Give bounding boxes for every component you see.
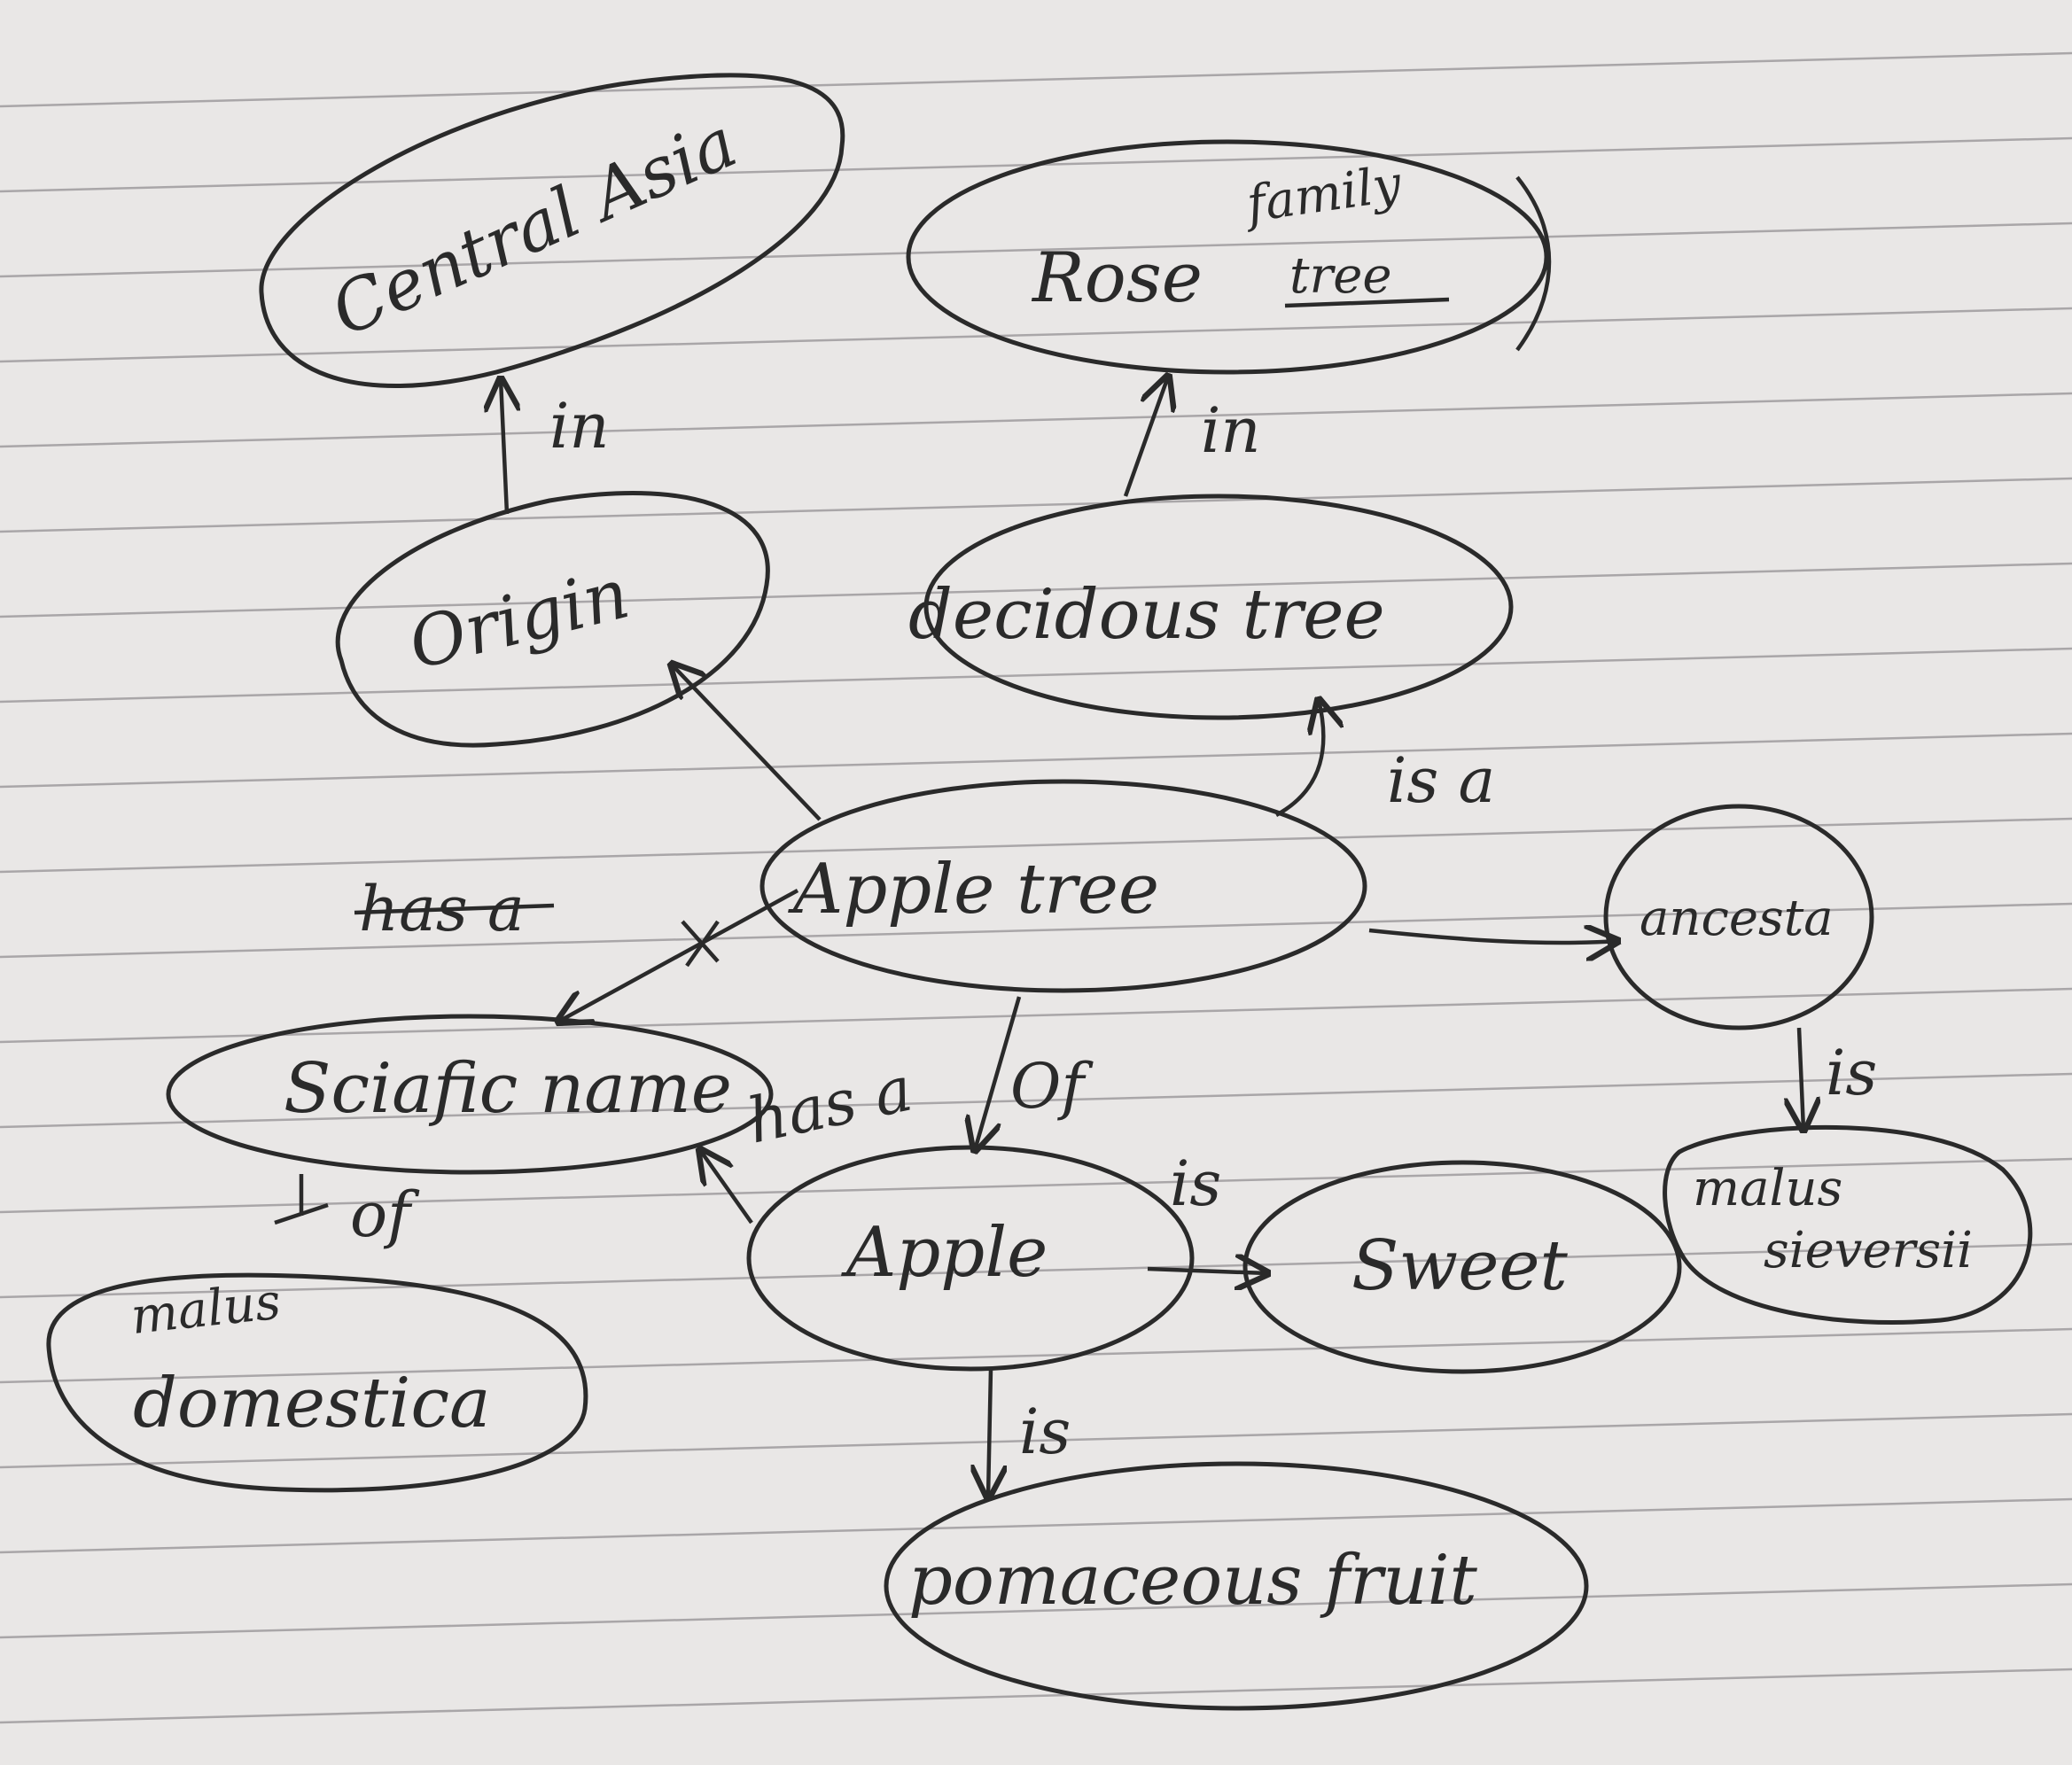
ruled-line <box>0 1497 2072 1554</box>
edge-appletree-deciduous: is a <box>1274 700 1495 817</box>
edge-appletree-scientific: has a <box>354 873 799 1022</box>
edge-label: is <box>1170 1147 1221 1220</box>
node-label: domestica <box>133 1364 491 1443</box>
ruled-line <box>0 1327 2072 1384</box>
node-apple: Apple <box>746 1145 1195 1372</box>
node-label: decidous tree <box>908 575 1385 655</box>
edge-label: in <box>549 390 609 463</box>
edge-apple-scientific: has a <box>700 1053 918 1225</box>
node-deciduous: decidous tree <box>908 494 1514 720</box>
ruled-line <box>0 987 2072 1044</box>
ruled-line <box>0 647 2072 704</box>
node-label: Sciafic name <box>284 1049 732 1129</box>
node-label: sieversii <box>1764 1222 1973 1279</box>
node-apple-tree: Apple tree <box>759 779 1367 993</box>
node-label: Apple <box>841 1213 1048 1293</box>
ruled-line <box>0 562 2072 618</box>
node-sweet: Sweet <box>1242 1160 1682 1374</box>
edge-scientific-domestica: of <box>274 1174 420 1251</box>
edge-label: of <box>350 1178 420 1251</box>
node-central-asia: Central Asia <box>259 73 845 388</box>
ruled-line <box>0 732 2072 789</box>
node-pomaceous: pomaceous fruit <box>884 1461 1589 1711</box>
node-label: ancesta <box>1640 890 1834 947</box>
ruled-line <box>0 902 2072 959</box>
ruled-line <box>0 1668 2072 1724</box>
node-malus-sieversii: malus sieversii <box>1663 1124 2033 1325</box>
edge-origin-central-asia: in <box>501 379 609 515</box>
edge-label: is <box>1019 1396 1071 1468</box>
ruled-line <box>0 1412 2072 1469</box>
ruled-line <box>0 1242 2072 1299</box>
ruled-line <box>0 51 2072 108</box>
node-label: malus <box>129 1273 284 1346</box>
edge-label: is <box>1826 1037 1877 1109</box>
node-label: Central Asia <box>320 103 748 352</box>
edge-label: Of <box>1010 1050 1094 1123</box>
node-annotation: tree <box>1289 247 1392 305</box>
node-origin: Origin <box>335 491 770 748</box>
ruled-line <box>0 1157 2072 1214</box>
edge-appletree-apple: Of <box>975 996 1094 1150</box>
edge-label: has a <box>741 1053 918 1158</box>
node-label: Origin <box>401 554 637 685</box>
ruled-line <box>0 307 2072 363</box>
node-annotation: family <box>1240 155 1406 234</box>
node-label: Rose <box>1031 238 1203 318</box>
ruled-lines <box>0 51 2072 1724</box>
node-scientific-name: Sciafic name <box>166 1014 774 1175</box>
node-label: Apple tree <box>788 850 1159 929</box>
edge-appletree-ancestor <box>1368 930 1617 943</box>
edge-apple-pomaceous: is <box>988 1368 1071 1497</box>
node-rose: Rose family tree <box>906 139 1552 375</box>
ruled-line <box>0 477 2072 533</box>
edge-label: in <box>1201 394 1260 467</box>
edge-deciduous-rose: in <box>1123 377 1260 497</box>
edge-label: is a <box>1387 744 1495 817</box>
edge-apple-sweet: is <box>1147 1147 1267 1273</box>
edge-ancestor-malus: is <box>1799 1027 1877 1130</box>
ruled-line <box>0 1582 2072 1639</box>
ruled-line <box>0 1072 2072 1129</box>
node-ancestor: ancesta <box>1603 804 1874 1030</box>
edge-appletree-origin <box>672 665 822 821</box>
ruled-line <box>0 222 2072 278</box>
node-label: malus <box>1693 1160 1842 1217</box>
node-label: pomaceous fruit <box>908 1541 1478 1621</box>
node-label: Sweet <box>1351 1226 1569 1306</box>
ruled-line <box>0 392 2072 448</box>
node-malus-domestica: malus domestica <box>46 1273 588 1493</box>
ruled-line <box>0 817 2072 874</box>
